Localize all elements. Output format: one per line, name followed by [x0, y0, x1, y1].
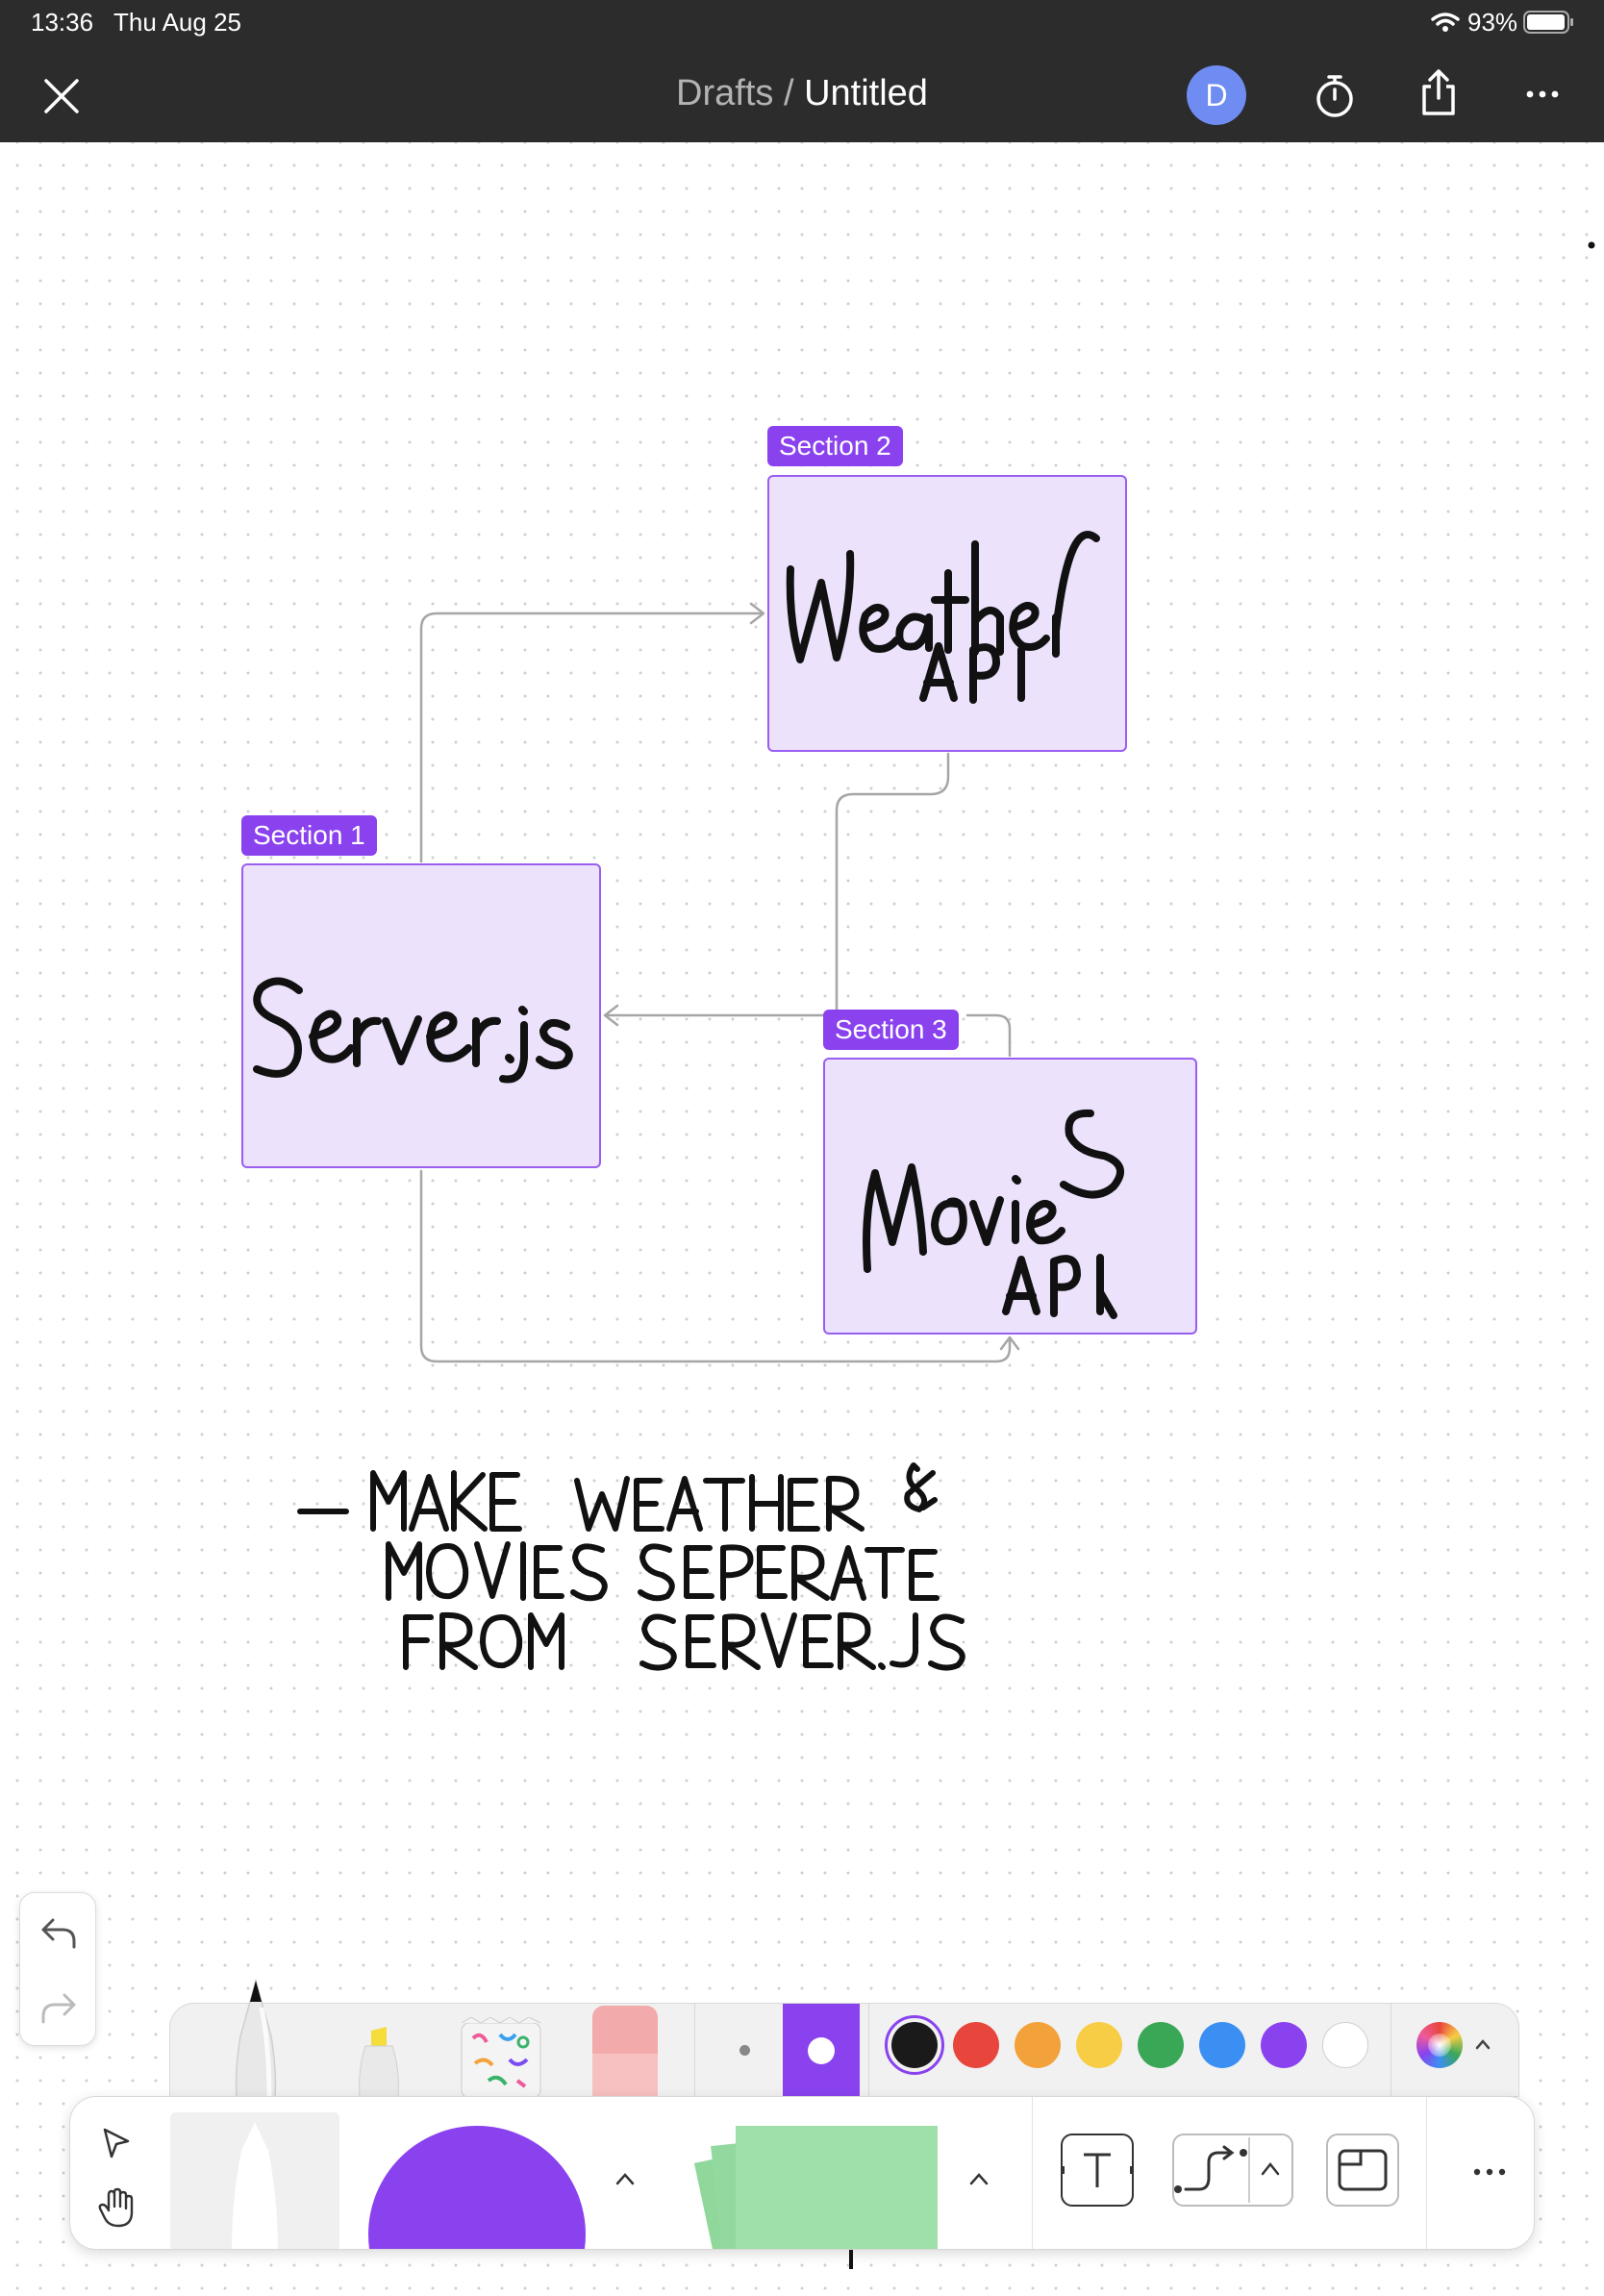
section-tag-1[interactable]: Section 1	[241, 815, 377, 856]
connector-tool[interactable]	[1172, 2134, 1293, 2207]
chevron-up-icon[interactable]	[968, 2172, 990, 2185]
stroke-size-small[interactable]	[739, 2045, 750, 2056]
color-wheel-icon[interactable]	[1416, 2022, 1463, 2068]
more-icon[interactable]	[1472, 2166, 1507, 2178]
color-swatch-blue[interactable]	[1199, 2022, 1245, 2068]
stray-dot	[1588, 241, 1595, 249]
status-time: 13:36	[31, 8, 94, 37]
select-arrow-icon[interactable]	[101, 2126, 132, 2160]
top-bar: 13:36 Thu Aug 25 93% Drafts / Untitled D	[0, 0, 1604, 142]
color-swatch-purple[interactable]	[1261, 2022, 1307, 2068]
shape-tool-preview[interactable]	[368, 2126, 586, 2249]
handwriting-server-js	[253, 977, 573, 1084]
avatar[interactable]: D	[1187, 65, 1246, 125]
eraser-tool[interactable]	[590, 2004, 660, 2098]
breadcrumb-parent[interactable]: Drafts	[676, 73, 774, 113]
handwriting-weather-api	[786, 531, 1100, 704]
color-swatch-black[interactable]	[891, 2022, 938, 2068]
stroke-size-large-selected[interactable]	[783, 2004, 860, 2098]
breadcrumb: Drafts / Untitled	[0, 73, 1604, 114]
section-1-box[interactable]	[241, 863, 601, 1168]
battery-icon	[1523, 11, 1573, 34]
section-3-box[interactable]	[823, 1058, 1197, 1335]
handwriting-movies-api	[863, 1109, 1124, 1319]
washi-tape-tool[interactable]	[460, 2017, 542, 2098]
toolbar-divider	[1032, 2097, 1033, 2249]
battery-percent: 93%	[1467, 8, 1518, 37]
highlighter-tool[interactable]	[356, 2025, 402, 2098]
section-2-box[interactable]	[767, 475, 1127, 752]
status-date: Thu Aug 25	[113, 8, 241, 37]
connector-server-to-weather	[419, 611, 764, 863]
toolbar-divider	[1426, 2097, 1427, 2249]
section-tag-2[interactable]: Section 2	[767, 426, 903, 466]
undo-redo-panel	[19, 1892, 96, 2046]
hand-icon[interactable]	[97, 2187, 136, 2228]
sticky-note-tool[interactable]	[736, 2126, 938, 2249]
text-tool-icon[interactable]	[1057, 2134, 1138, 2207]
color-swatch-green[interactable]	[1138, 2022, 1184, 2068]
chevron-up-icon[interactable]	[1475, 2038, 1491, 2050]
main-toolbar	[69, 2096, 1535, 2250]
redo-icon[interactable]	[39, 1991, 78, 2026]
document-title[interactable]: Untitled	[804, 73, 928, 113]
breadcrumb-separator: /	[773, 73, 805, 113]
tray-divider	[868, 2004, 869, 2098]
more-icon[interactable]	[1525, 88, 1560, 100]
selected-color-ring	[885, 2015, 944, 2075]
connector-section3-top	[965, 1013, 1012, 1058]
stylus-tip	[849, 2250, 853, 2269]
connector-server-to-movies	[419, 1169, 1012, 1363]
section-tag-3[interactable]: Section 3	[823, 1010, 959, 1050]
connector-weather-to-server	[604, 752, 950, 1017]
handwritten-note	[297, 1462, 965, 1671]
marker-preview[interactable]	[170, 2112, 339, 2249]
undo-icon[interactable]	[39, 1916, 78, 1951]
share-icon[interactable]	[1419, 67, 1458, 117]
chevron-up-icon[interactable]	[614, 2172, 636, 2185]
wifi-icon	[1431, 12, 1460, 32]
color-swatch-white[interactable]	[1322, 2022, 1368, 2068]
tray-divider	[694, 2004, 695, 2098]
connector-icon	[1174, 2137, 1280, 2203]
color-swatch-red[interactable]	[953, 2022, 999, 2068]
timer-icon[interactable]	[1314, 73, 1356, 119]
close-icon[interactable]	[42, 77, 81, 115]
section-tool-icon[interactable]	[1326, 2134, 1399, 2207]
pen-tool[interactable]	[219, 1979, 292, 2098]
color-swatch-yellow[interactable]	[1076, 2022, 1122, 2068]
color-swatch-orange[interactable]	[1015, 2022, 1061, 2068]
